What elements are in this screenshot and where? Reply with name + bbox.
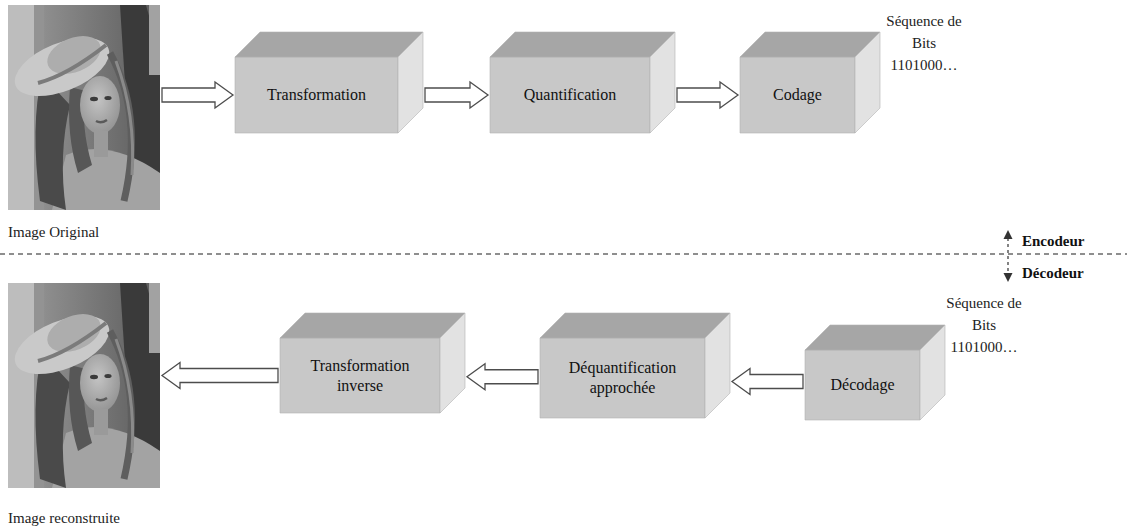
image-frame: Image reconstruite [8, 283, 160, 527]
box-top [235, 32, 423, 57]
box-label: Quantification [524, 85, 616, 105]
box-shape [235, 32, 423, 133]
hollow-arrow [425, 82, 488, 108]
image-caption: Image Original [8, 223, 160, 241]
process-box: Déquantification approchée [540, 313, 730, 418]
box-side [920, 325, 945, 420]
hollow-arrow [467, 364, 538, 390]
box-side [855, 32, 880, 133]
reconstructed-photo [7, 283, 160, 488]
hollow-arrow [732, 369, 803, 395]
box-face: Codage [740, 57, 855, 133]
box-side [705, 313, 730, 418]
box-face: Décodage [805, 350, 920, 420]
box-front [280, 338, 440, 413]
bit-sequence-label: Séquence de Bits 1101000… [878, 10, 970, 76]
process-box: Quantification [490, 32, 675, 133]
original-photo [7, 5, 160, 210]
box-front [490, 57, 650, 133]
box-label: Décodage [831, 375, 895, 395]
box-top [490, 32, 675, 57]
hollow-arrow [162, 82, 233, 108]
image-frame: Image Original [8, 5, 160, 241]
bit-sequence-label: Séquence de Bits 1101000… [938, 292, 1030, 358]
image-area [8, 5, 160, 210]
process-box: Décodage [805, 325, 945, 420]
section-label: Décodeur [1022, 262, 1084, 284]
process-box: Transformation inverse [280, 313, 465, 413]
separator-line [0, 253, 1127, 254]
box-face: Transformation [235, 57, 398, 133]
direction-arrow [1004, 230, 1013, 282]
box-face: Déquantification approchée [540, 338, 705, 418]
image-area [8, 283, 160, 488]
box-label: Transformation inverse [288, 356, 432, 396]
box-top [540, 313, 730, 338]
box-front [805, 350, 920, 420]
box-shape [740, 32, 880, 133]
box-label: Transformation [267, 85, 366, 105]
box-label: Déquantification approchée [548, 358, 697, 398]
hollow-arrow [162, 363, 278, 389]
box-face: Transformation inverse [280, 338, 440, 413]
process-box: Transformation [235, 32, 423, 133]
box-front [740, 57, 855, 133]
hollow-arrow [677, 82, 738, 108]
box-label: Codage [773, 85, 822, 105]
box-face: Quantification [490, 57, 650, 133]
box-front [235, 57, 398, 133]
box-side [398, 32, 423, 133]
process-box: Codage [740, 32, 880, 133]
box-top [280, 313, 465, 338]
box-shape [805, 325, 945, 420]
section-label: Encodeur [1022, 230, 1085, 252]
box-front [540, 338, 705, 418]
box-shape [490, 32, 675, 133]
image-caption: Image reconstruite [8, 509, 160, 527]
box-side [440, 313, 465, 413]
box-side [650, 32, 675, 133]
